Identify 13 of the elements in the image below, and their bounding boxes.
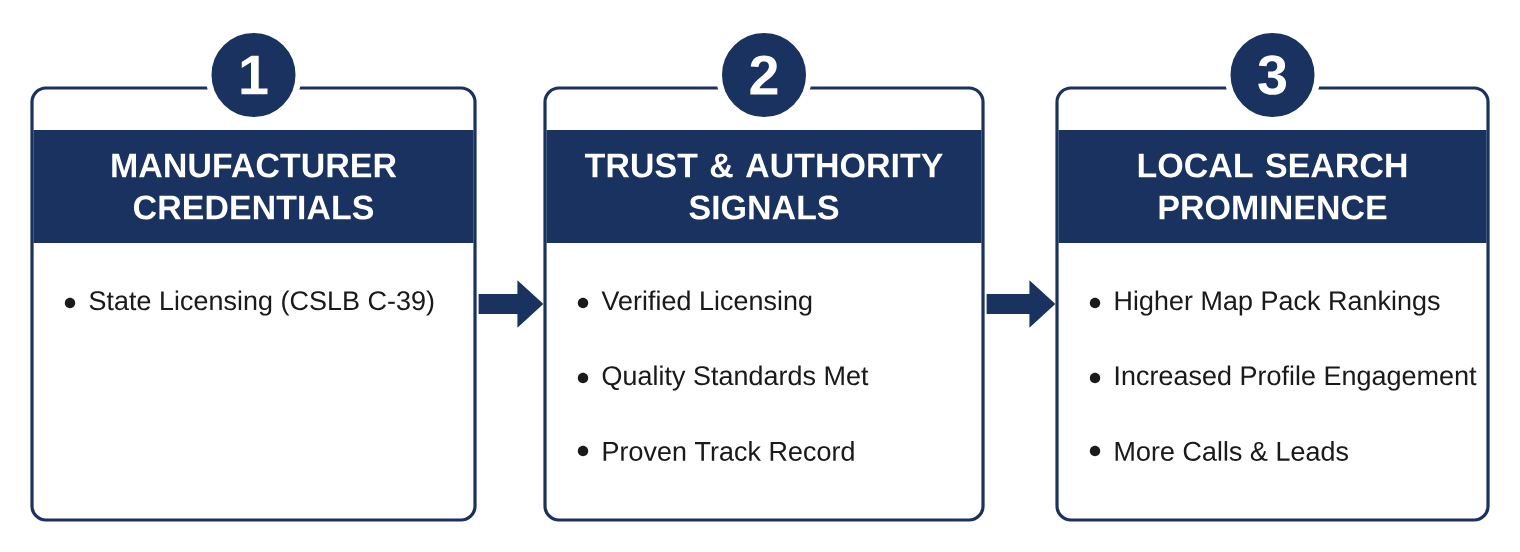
list-item: More Calls & Leads — [1115, 441, 1348, 461]
number-badge: 2 — [716, 27, 812, 123]
list-item: Quality Standards Met — [602, 365, 869, 391]
list-item: State Licensing (CSLB C-39) — [89, 290, 434, 316]
list-item: Increased Profile Engagement — [1115, 365, 1477, 391]
list-item: Verified Licensing — [601, 290, 812, 316]
card-header: LOCAL SEARCH PROMINENCE — [1058, 130, 1487, 243]
card-header: MANUFACTURER CREDENTIALS — [33, 130, 474, 243]
card-header: TRUST & AUTHORITY SIGNALS — [546, 130, 982, 243]
list-item: Higher Map Pack Rankings — [1115, 290, 1440, 316]
number-badge: 1 — [205, 27, 302, 123]
list-item: Proven Track Record — [603, 441, 854, 461]
number-badge: 3 — [1224, 27, 1321, 123]
